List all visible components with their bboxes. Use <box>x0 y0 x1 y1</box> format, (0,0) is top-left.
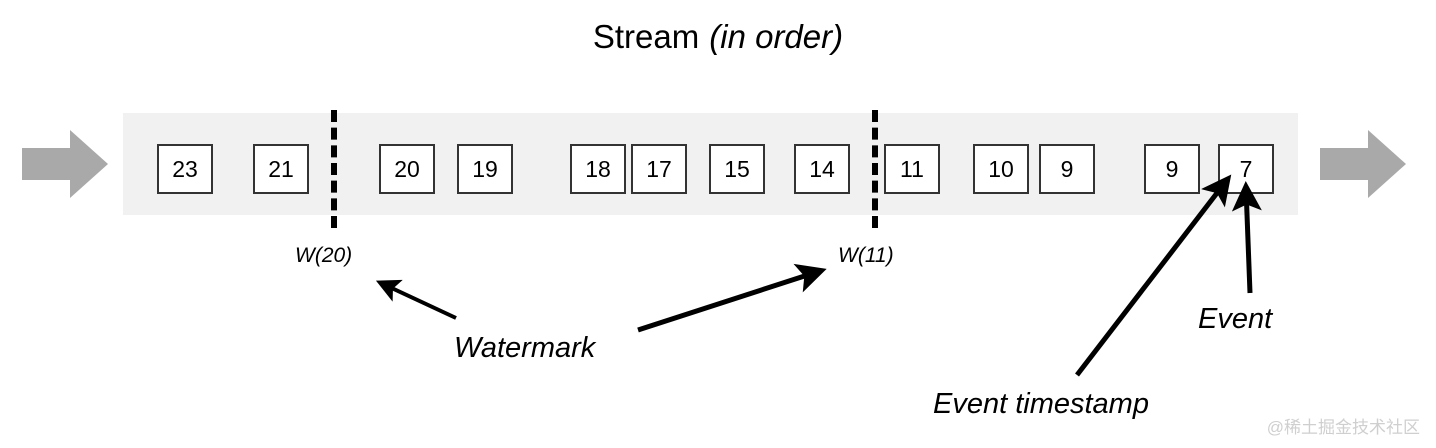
event-box[interactable]: 17 <box>631 144 687 194</box>
event-box[interactable]: 15 <box>709 144 765 194</box>
watermark-line-label-w11: W(11) <box>838 244 894 267</box>
event-box-highlighted[interactable]: 7 <box>1218 144 1274 194</box>
event-box[interactable]: 9 <box>1039 144 1095 194</box>
title-subtitle: (in order) <box>709 18 844 55</box>
watermark-line-w11 <box>872 110 878 228</box>
event-box[interactable]: 14 <box>794 144 850 194</box>
event-box[interactable]: 9 <box>1144 144 1200 194</box>
event-box[interactable]: 21 <box>253 144 309 194</box>
page-title: Stream(in order) <box>0 18 1436 56</box>
watermark-line-w20 <box>331 110 337 228</box>
event-box[interactable]: 18 <box>570 144 626 194</box>
arrow-watermark-to-w20 <box>375 279 457 320</box>
event-box[interactable]: 23 <box>157 144 213 194</box>
corner-watermark: @稀土掘金技术社区 <box>1266 418 1420 437</box>
watermark-line-label-w20: W(20) <box>295 244 353 267</box>
flow-arrow-left-icon <box>22 130 108 198</box>
event-label: Event <box>1198 303 1273 335</box>
event-box[interactable]: 20 <box>379 144 435 194</box>
event-box[interactable]: 10 <box>973 144 1029 194</box>
arrow-watermark-to-w11 <box>637 263 827 333</box>
event-timestamp-label: Event timestamp <box>933 388 1149 420</box>
watermark-label: Watermark <box>454 332 596 364</box>
flow-arrow-right-icon <box>1320 130 1406 198</box>
event-box[interactable]: 19 <box>457 144 513 194</box>
title-main: Stream <box>592 18 700 55</box>
event-box[interactable]: 11 <box>884 144 940 194</box>
